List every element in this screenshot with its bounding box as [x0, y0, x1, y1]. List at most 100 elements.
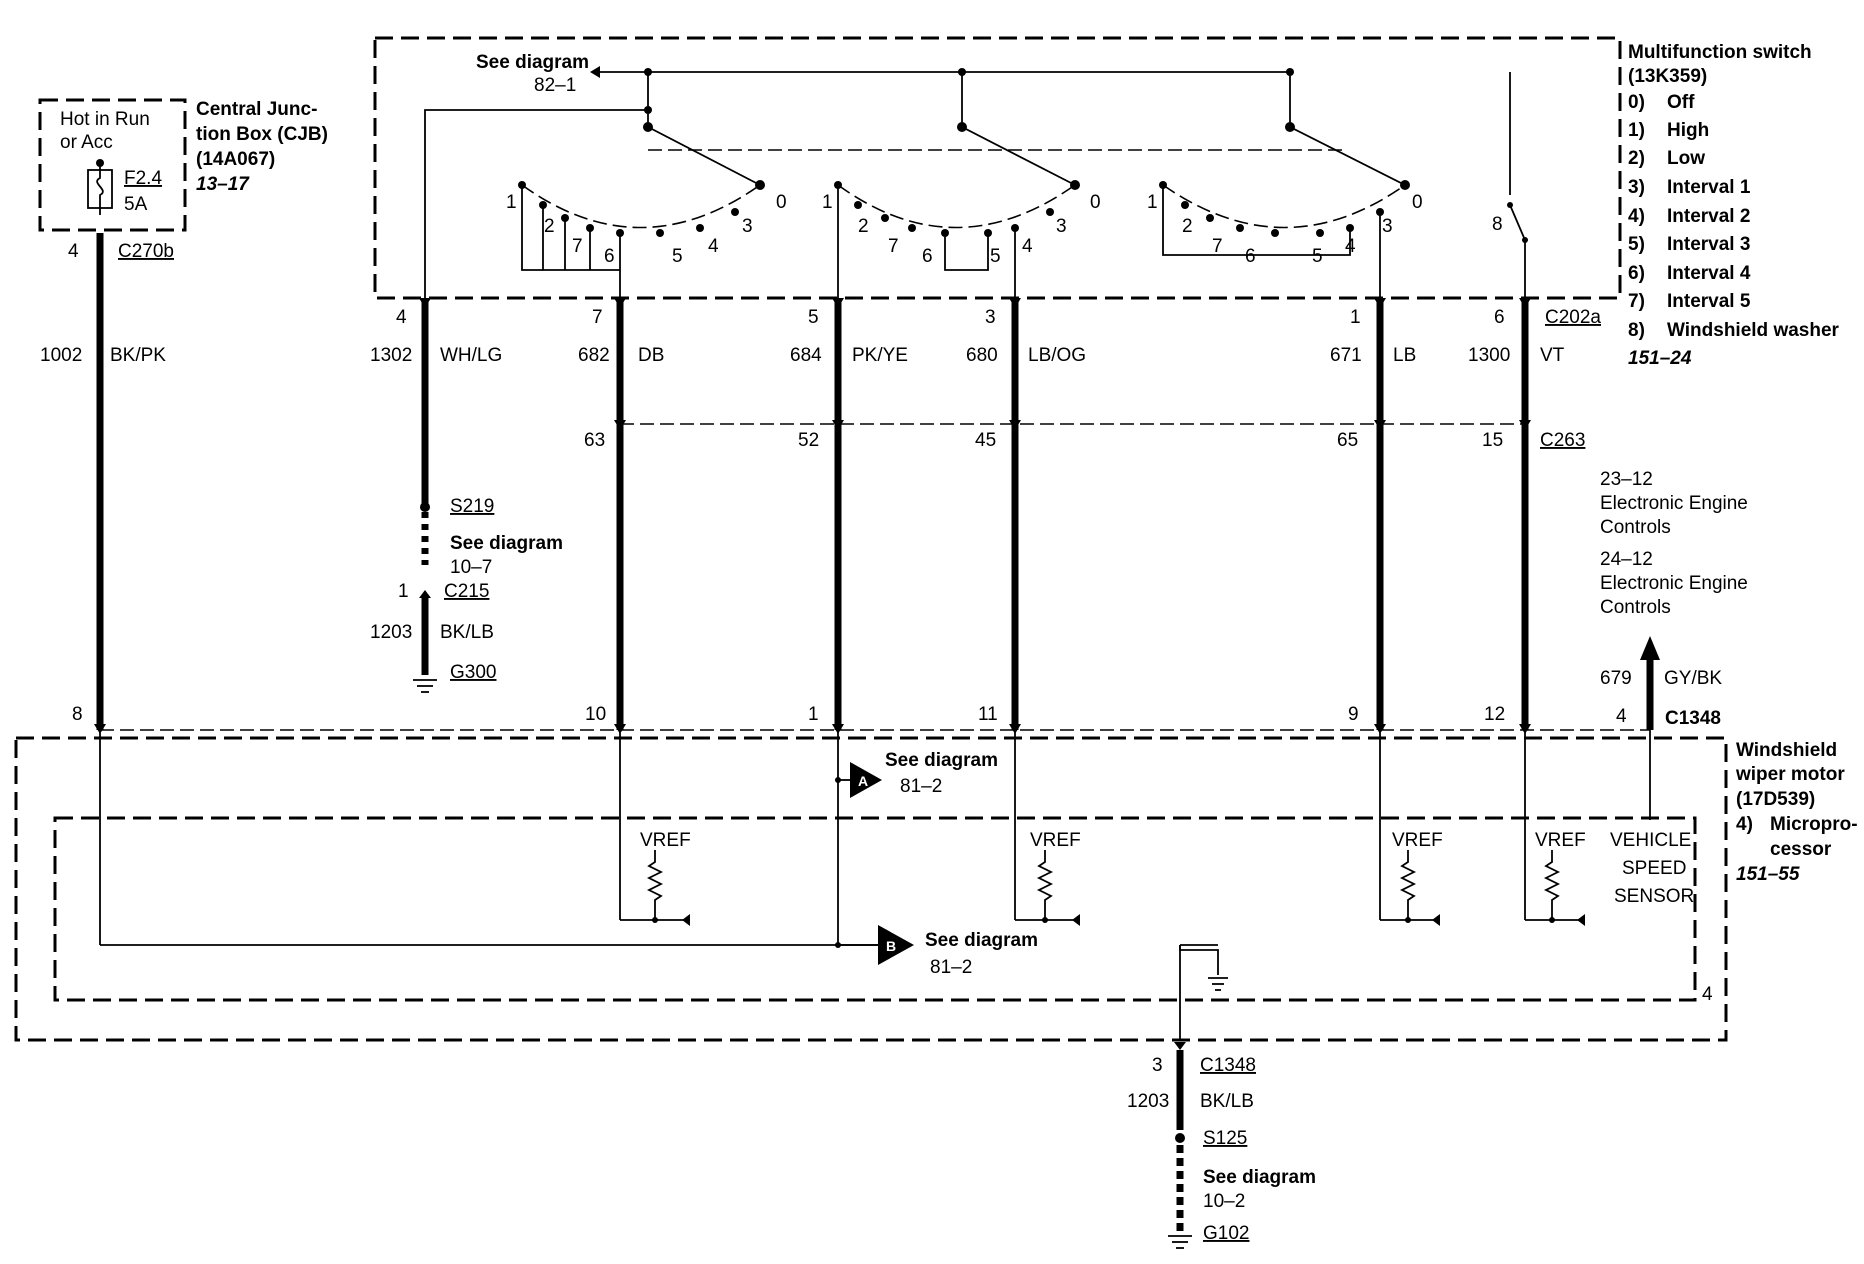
wiper-motor-box-outline	[14, 736, 1728, 1042]
wire-680: 3 680 LB/OG 45 11	[966, 300, 1086, 730]
wire-1300-pin-mid: 15	[1482, 430, 1503, 451]
connector-c270b: C270b	[118, 241, 174, 262]
w2-pos-4: 4	[1022, 236, 1033, 257]
w3-pos-6: 6	[1245, 246, 1256, 267]
legend-text-7: Interval 5	[1667, 291, 1751, 312]
legend-num-4: 4)	[1628, 206, 1645, 227]
wire-682-pin-top: 7	[592, 307, 603, 328]
wire-684-pin-top: 5	[808, 307, 819, 328]
wire-684-color: PK/YE	[852, 345, 908, 366]
wire-1002-pin-top: 4	[68, 241, 79, 262]
mfs-legend: 0) Off 1) High 2) Low 3) Interval 1 4) I…	[1628, 92, 1840, 341]
wire-671-pin-top: 1	[1350, 307, 1361, 328]
reference-b: B See diagram 81–2	[835, 925, 1038, 978]
wire-671-pin-bottom: 9	[1348, 704, 1359, 725]
wire-684-pin-mid: 52	[798, 430, 819, 451]
w3-pos-5: 5	[1312, 246, 1323, 267]
g300-circuit: 1203	[370, 622, 412, 643]
eec-label-2-line2: Controls	[1600, 597, 1671, 618]
fuse-icon	[87, 159, 113, 215]
eec-references: 23–12 Electronic Engine Controls 24–12 E…	[1600, 469, 1748, 618]
mfs-title-line1: Multifunction switch	[1628, 42, 1812, 63]
wire-1302-pin-top: 4	[396, 307, 407, 328]
eec-ref-1: 23–12	[1600, 469, 1653, 490]
legend-num-5: 5)	[1628, 234, 1645, 255]
wire-684-circuit: 684	[790, 345, 822, 366]
connector-c215-icon	[419, 590, 431, 598]
see-diagram-a: See diagram	[885, 750, 998, 771]
legend-text-8: Windshield washer	[1667, 320, 1840, 341]
legend-num-8: 8)	[1628, 320, 1645, 341]
eec-label-1-line1: Electronic Engine	[1600, 493, 1748, 514]
w1-pos-5: 5	[672, 246, 683, 267]
connector-c202a: C202a	[1545, 307, 1601, 328]
s219-see-diagram: See diagram	[450, 533, 563, 554]
central-junction-box: Hot in Run or Acc F2.4 5A Central Junc- …	[38, 98, 328, 232]
wire-1203-bottom: 3 C1348 1203 BK/LB S125 See diagram 10–2…	[1127, 1042, 1316, 1249]
bottom-pin: 3	[1152, 1055, 1163, 1076]
arrow-left-icon	[590, 66, 600, 78]
cjb-title-line2: tion Box (CJB)	[196, 124, 328, 145]
wiper-motor-module: Windshield wiper motor (17D539) 4) Micro…	[14, 729, 1858, 1042]
connector-c263: C263	[1540, 430, 1585, 451]
vref-label-4: VREF	[1535, 830, 1586, 851]
wire-682-circuit: 682	[578, 345, 610, 366]
legend-text-2: Low	[1667, 148, 1705, 169]
ground-g300: G300	[450, 662, 496, 683]
wire-680-color: LB/OG	[1028, 345, 1086, 366]
w3-pos-0: 0	[1412, 192, 1423, 213]
c263-pin-markers	[614, 420, 1531, 430]
w3-pos-4: 4	[1345, 236, 1356, 257]
splice-s125: S125	[1203, 1128, 1247, 1149]
vss-line2: SPEED	[1622, 858, 1686, 879]
legend-num-3: 3)	[1628, 177, 1645, 198]
vss-line1: VEHICLE	[1610, 830, 1691, 851]
wire-682-pin-mid: 63	[584, 430, 605, 451]
splice-s125-dot	[1175, 1133, 1185, 1143]
wire-1002-pin-bottom: 8	[72, 704, 83, 725]
reference-a: A See diagram 81–2	[835, 750, 998, 798]
wiper-ref: 151–55	[1736, 864, 1800, 885]
wire-1300-pin-top: 6	[1494, 307, 1505, 328]
w3-pos-2: 2	[1182, 216, 1193, 237]
switch-wafer-1: 1 2 7 6 5 4 3 0	[506, 122, 787, 298]
legend-num-2: 2)	[1628, 148, 1645, 169]
w1-pos-0: 0	[776, 192, 787, 213]
eec-ref-2: 24–12	[1600, 549, 1653, 570]
connector-c215: C215	[444, 581, 489, 602]
s125-see-diagram: See diagram	[1203, 1167, 1316, 1188]
legend-text-1: High	[1667, 120, 1709, 141]
micro-box-num: 4	[1702, 984, 1713, 1005]
wire-684-pin-bottom: 1	[808, 704, 819, 725]
s125-see-ref: 10–2	[1203, 1191, 1245, 1212]
vref-circuit-3: VREF	[1380, 830, 1443, 926]
g300-color: BK/LB	[440, 622, 494, 643]
w2-pos-2: 2	[858, 216, 869, 237]
legend-num-1: 1)	[1628, 120, 1645, 141]
switch-wafer-2: 1 2 7 6 5 4 3 0	[822, 122, 1101, 298]
wire-679-pin-bottom: 4	[1616, 706, 1627, 727]
wire-679-color: GY/BK	[1664, 668, 1722, 689]
wire-680-circuit: 680	[966, 345, 998, 366]
bottom-color: BK/LB	[1200, 1091, 1254, 1112]
fuse-rating: 5A	[124, 194, 148, 215]
microprocessor-box-outline	[53, 816, 1697, 1002]
see-ref-b: 81–2	[930, 957, 972, 978]
splice-s219: S219	[450, 496, 494, 517]
see-diagram-b: See diagram	[925, 930, 1038, 951]
wire-671-pin-mid: 65	[1337, 430, 1358, 451]
wire-1302-color: WH/LG	[440, 345, 502, 366]
wire-679: 679 GY/BK 4 C1348	[1600, 636, 1722, 730]
w2-pos-3: 3	[1056, 216, 1067, 237]
connector-c1348-bottom: C1348	[1200, 1055, 1256, 1076]
w1-pos-4: 4	[708, 236, 719, 257]
w1-pos-2: 2	[544, 216, 555, 237]
marker-b-icon	[878, 925, 914, 965]
w2-pos-5: 5	[990, 246, 1001, 267]
legend-num-7: 7)	[1628, 291, 1645, 312]
wire-1302: 4 1302 WH/LG S219 See diagram 10–7 1 C21…	[370, 300, 563, 693]
ground-icon	[413, 679, 437, 693]
legend-text-5: Interval 3	[1667, 234, 1750, 255]
ground-icon	[1168, 1235, 1192, 1249]
